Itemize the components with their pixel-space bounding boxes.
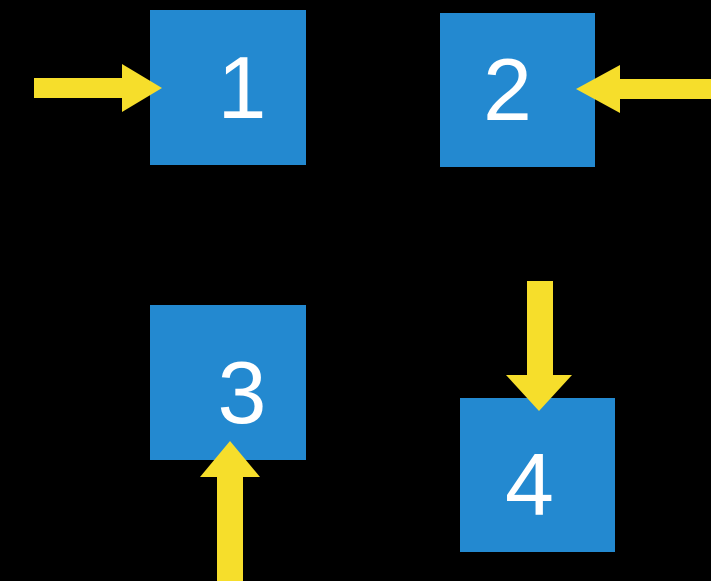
arrow-up-icon (200, 441, 260, 581)
node-box-4[interactable]: 4 (460, 398, 615, 552)
node-box-4-label: 4 (505, 435, 554, 534)
node-box-1[interactable]: 1 (150, 10, 306, 165)
arrow-down-icon (506, 281, 572, 411)
node-box-1-label: 1 (217, 37, 267, 137)
node-box-3-label: 3 (217, 342, 267, 442)
node-box-2-label: 2 (483, 40, 532, 139)
arrow-right-icon (34, 64, 162, 112)
node-box-3[interactable]: 3 (150, 305, 306, 460)
node-box-2[interactable]: 2 (440, 13, 595, 167)
arrow-left-icon (576, 65, 711, 113)
